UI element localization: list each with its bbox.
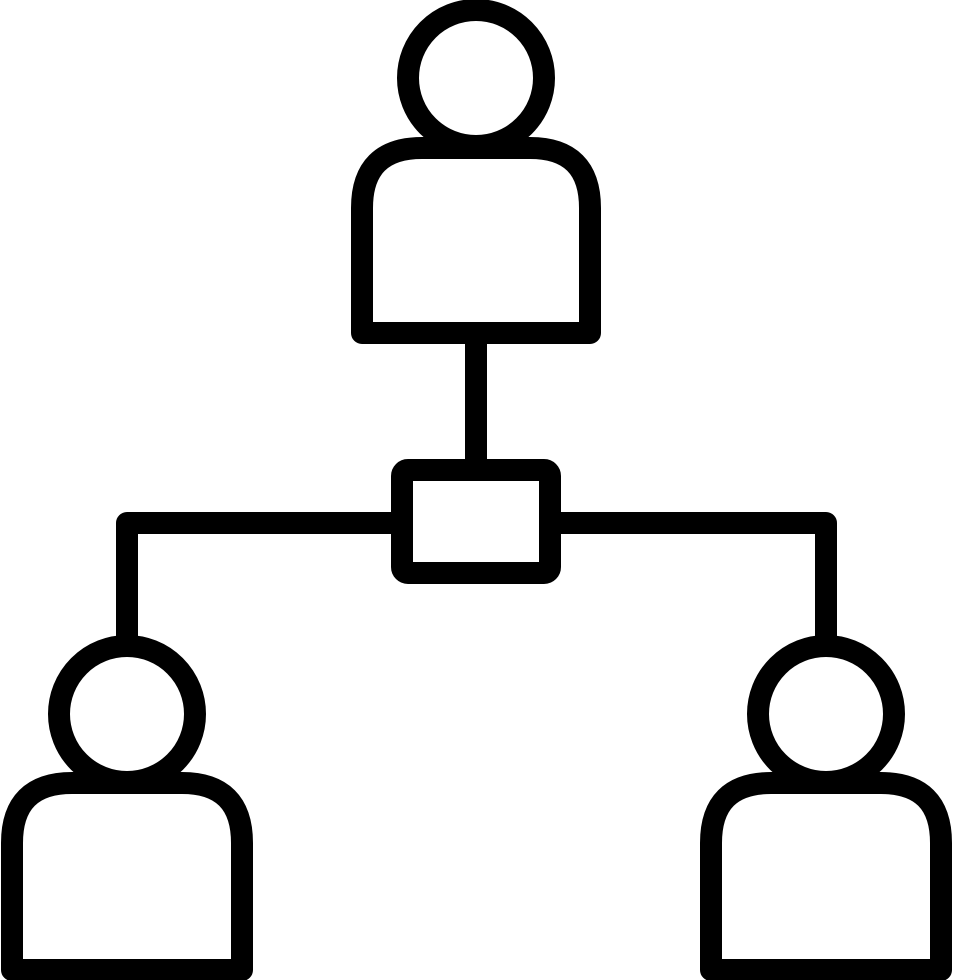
person-icon-child-left xyxy=(1,635,253,980)
person-icon-parent xyxy=(351,0,601,344)
connector-hub-to-left-child xyxy=(116,512,413,657)
person-head-child-left xyxy=(48,635,206,793)
person-body-child-right xyxy=(700,772,952,980)
connector-hub-to-right-child xyxy=(539,512,837,657)
person-icon-child-right xyxy=(700,635,952,980)
person-head-parent xyxy=(397,0,555,157)
person-body-child-left xyxy=(1,772,253,980)
hub-box-icon xyxy=(391,459,561,584)
person-head-child-right xyxy=(747,635,905,793)
person-body-parent xyxy=(351,137,601,344)
